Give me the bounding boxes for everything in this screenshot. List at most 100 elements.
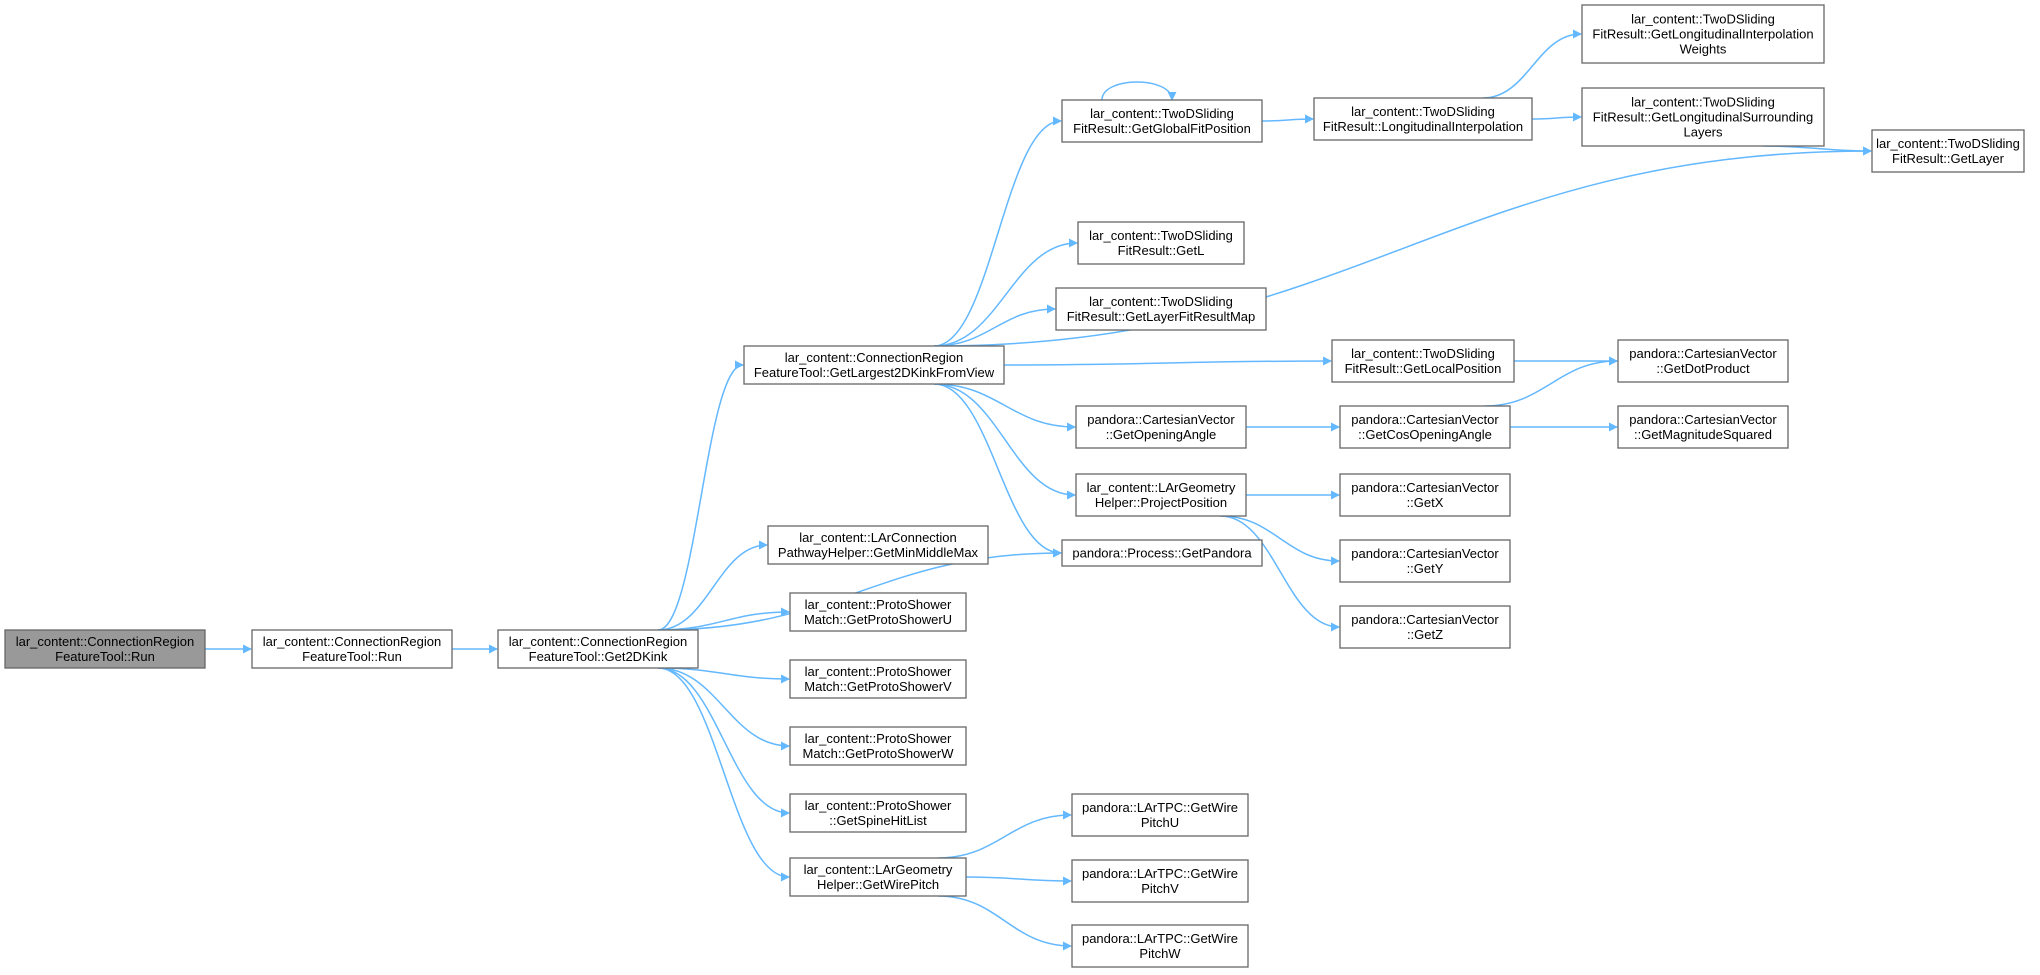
graph-node-lar-content-twodsliding-fitresult-getlayer[interactable]: lar_content::TwoDSlidingFitResult::GetLa… (1871, 129, 2025, 173)
graph-node-lar-content-twodsliding-fitresult-getlayerfitresultmap[interactable]: lar_content::TwoDSlidingFitResult::GetLa… (1055, 287, 1267, 331)
call-edge-n2-to-n15 (657, 548, 1062, 631)
node-box[interactable] (1071, 859, 1249, 903)
node-box[interactable] (1075, 473, 1247, 517)
node-box[interactable] (1071, 793, 1249, 837)
node-label: PitchU (1141, 815, 1179, 830)
node-box[interactable] (789, 592, 967, 632)
graph-node-pandora-cartesianvector-gety[interactable]: pandora::CartesianVector::GetY (1339, 539, 1511, 583)
node-box[interactable] (1071, 924, 1249, 968)
node-box[interactable] (251, 629, 453, 669)
node-box[interactable] (1617, 405, 1789, 449)
graph-node-pandora-cartesianvector-getcosopeningangle[interactable]: pandora::CartesianVector::GetCosOpeningA… (1339, 405, 1511, 449)
node-box[interactable] (497, 629, 699, 669)
node-box[interactable] (1581, 4, 1825, 64)
call-edge-n3-to-n13 (933, 383, 1076, 432)
node-box[interactable] (743, 345, 1005, 385)
node-box[interactable] (1871, 129, 2025, 173)
graph-node-lar-content-largeometry-helper-projectposition[interactable]: lar_content::LArGeometryHelper::ProjectP… (1075, 473, 1247, 517)
graph-node-lar-content-twodsliding-fitresult-getlongitudinalsurrounding-layers[interactable]: lar_content::TwoDSlidingFitResult::GetLo… (1581, 87, 1825, 147)
node-box[interactable] (767, 525, 989, 565)
node-label: lar_content::TwoDSliding (1090, 106, 1234, 121)
graph-node-pandora-cartesianvector-getopeningangle[interactable]: pandora::CartesianVector::GetOpeningAngl… (1075, 405, 1247, 449)
node-label: FitResult::GetLongitudinalInterpolation (1592, 27, 1813, 42)
call-edge-n3-to-n11 (933, 238, 1078, 347)
call-edge-n2-to-n8 (657, 667, 790, 818)
call-edge-n3-to-n12 (933, 304, 1056, 347)
graph-node-pandora-cartesianvector-getmagnitudesquared[interactable]: pandora::CartesianVector::GetMagnitudeSq… (1617, 405, 1789, 449)
call-edge-n9-to-n18 (937, 895, 1072, 951)
node-box[interactable] (1331, 339, 1515, 383)
graph-node-lar-content-largeometry-helper-getwirepitch[interactable]: lar_content::LArGeometryHelper::GetWireP… (789, 857, 967, 897)
node-box[interactable] (1061, 539, 1263, 567)
node-box[interactable] (1061, 99, 1263, 143)
graph-node-lar-content-connectionregion-featuretool-get2dkink[interactable]: lar_content::ConnectionRegionFeatureTool… (497, 629, 699, 669)
root-node-box[interactable] (4, 629, 206, 669)
graph-node-lar-content-twodsliding-fitresult-longitudinalinterpolation[interactable]: lar_content::TwoDSlidingFitResult::Longi… (1313, 97, 1533, 141)
node-label: lar_content::TwoDSliding (1631, 95, 1775, 110)
graph-node-lar-content-connectionregion-featuretool-run[interactable]: lar_content::ConnectionRegionFeatureTool… (251, 629, 453, 669)
node-box[interactable] (789, 659, 967, 699)
node-box[interactable] (1055, 287, 1267, 331)
node-label: ::GetCosOpeningAngle (1358, 427, 1492, 442)
graph-node-lar-content-twodsliding-fitresult-getglobalfitposition[interactable]: lar_content::TwoDSlidingFitResult::GetGl… (1061, 99, 1263, 143)
node-box[interactable] (1339, 405, 1511, 449)
node-label: pandora::CartesianVector (1351, 480, 1499, 495)
graph-node-lar-content-protoshower-match-getprotoshowerv[interactable]: lar_content::ProtoShowerMatch::GetProtoS… (789, 659, 967, 699)
graph-node-lar-content-larconnection-pathwayhelper-getminmiddlemax[interactable]: lar_content::LArConnectionPathwayHelper:… (767, 525, 989, 565)
node-box[interactable] (789, 726, 967, 766)
node-label: ::GetOpeningAngle (1106, 427, 1217, 442)
edge-layer (205, 29, 1872, 951)
node-box[interactable] (1313, 97, 1533, 141)
node-box[interactable] (1075, 405, 1247, 449)
graph-node-lar-content-connectionregion-featuretool-run[interactable]: lar_content::ConnectionRegionFeatureTool… (4, 629, 206, 669)
graph-node-lar-content-protoshower-match-getprotoshowerw[interactable]: lar_content::ProtoShowerMatch::GetProtoS… (789, 726, 967, 766)
call-edge-n14-to-n24 (1220, 515, 1340, 632)
node-label: ::GetZ (1407, 627, 1443, 642)
call-edge-n2-to-n5 (657, 607, 790, 631)
call-edge-n21-to-n28 (1484, 356, 1618, 407)
node-label: PathwayHelper::GetMinMiddleMax (778, 545, 979, 560)
graph-node-lar-content-protoshower-getspinehitlist[interactable]: lar_content::ProtoShower::GetSpineHitLis… (789, 793, 967, 833)
node-label: Helper::ProjectPosition (1095, 495, 1227, 510)
node-label: ::GetDotProduct (1656, 361, 1750, 376)
node-label: lar_content::ConnectionRegion (16, 634, 195, 649)
node-label: Helper::GetWirePitch (817, 877, 939, 892)
call-edge-n14-to-n23 (1220, 515, 1340, 566)
node-label: ::GetX (1407, 495, 1444, 510)
node-box[interactable] (1339, 605, 1511, 649)
node-box[interactable] (1339, 473, 1511, 517)
graph-node-pandora-cartesianvector-getx[interactable]: pandora::CartesianVector::GetX (1339, 473, 1511, 517)
node-label: lar_content::ProtoShower (805, 731, 952, 746)
node-box[interactable] (1581, 87, 1825, 147)
node-label: lar_content::ConnectionRegion (785, 350, 964, 365)
node-box[interactable] (1339, 539, 1511, 583)
node-label: ::GetY (1407, 561, 1444, 576)
node-box[interactable] (789, 857, 967, 897)
graph-node-pandora-process-getpandora[interactable]: pandora::Process::GetPandora (1061, 539, 1263, 567)
node-label: FitResult::GetGlobalFitPosition (1073, 121, 1251, 136)
graph-node-lar-content-twodsliding-fitresult-getlongitudinalinterpolation-weights[interactable]: lar_content::TwoDSlidingFitResult::GetLo… (1581, 4, 1825, 64)
node-label: Match::GetProtoShowerU (804, 612, 952, 627)
call-edge-n3-to-n20 (1003, 356, 1332, 366)
call-edge-n10-to-n19 (1261, 114, 1314, 124)
node-box[interactable] (789, 793, 967, 833)
node-box[interactable] (1077, 221, 1245, 265)
node-box[interactable] (1617, 339, 1789, 383)
node-label: PitchV (1141, 881, 1179, 896)
node-label: lar_content::LArGeometry (804, 862, 953, 877)
graph-node-pandora-cartesianvector-getz[interactable]: pandora::CartesianVector::GetZ (1339, 605, 1511, 649)
node-label: FitResult::GetL (1118, 243, 1205, 258)
graph-node-lar-content-connectionregion-featuretool-getlargest2dkinkfromview[interactable]: lar_content::ConnectionRegionFeatureTool… (743, 345, 1005, 385)
graph-node-pandora-cartesianvector-getdotproduct[interactable]: pandora::CartesianVector::GetDotProduct (1617, 339, 1789, 383)
node-label: FitResult::GetLocalPosition (1345, 361, 1502, 376)
call-edge-n3-to-n27 (933, 146, 1872, 347)
graph-node-lar-content-protoshower-match-getprotoshoweru[interactable]: lar_content::ProtoShowerMatch::GetProtoS… (789, 592, 967, 632)
graph-node-lar-content-twodsliding-fitresult-getlocalposition[interactable]: lar_content::TwoDSlidingFitResult::GetLo… (1331, 339, 1515, 383)
call-edge-n9-to-n16 (937, 810, 1072, 859)
node-label: pandora::LArTPC::GetWire (1082, 931, 1238, 946)
